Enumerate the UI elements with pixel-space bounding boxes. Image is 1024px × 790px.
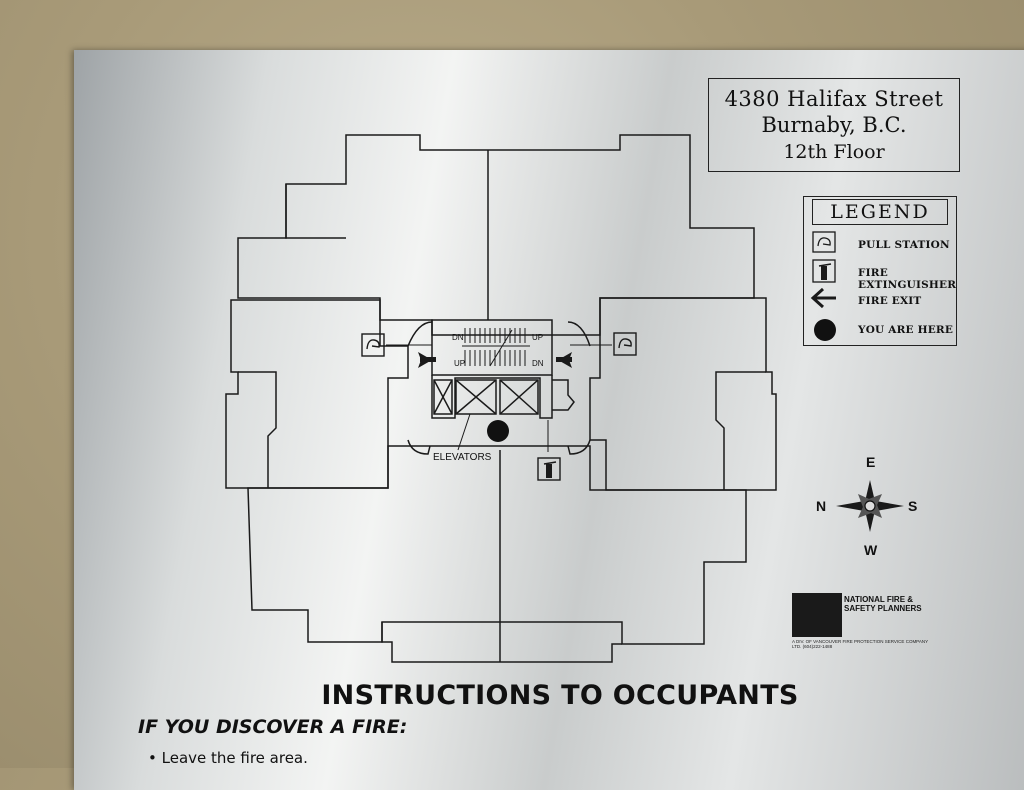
pull-station-icon bbox=[812, 231, 836, 253]
legend-item-pull-station: PULL STATION bbox=[804, 233, 956, 259]
legend-label: PULL STATION bbox=[858, 239, 950, 251]
stair-label-dn-1: DN bbox=[452, 333, 464, 342]
address-street: 4380 Halifax Street bbox=[724, 87, 944, 111]
floor-outline-north bbox=[237, 134, 755, 336]
elevator-shaft-2 bbox=[499, 379, 539, 415]
legend-label: FIRE EXIT bbox=[858, 295, 922, 307]
fire-exit-arrow-icon bbox=[556, 352, 572, 368]
legend-item-fire-extinguisher: FIRE EXTINGUISHER bbox=[804, 261, 956, 291]
fire-exit-arrow-icon bbox=[418, 352, 436, 368]
evacuation-plate bbox=[74, 50, 1024, 790]
fire-extinguisher-icon bbox=[537, 457, 561, 481]
legend-label: FIRE EXTINGUISHER bbox=[858, 267, 957, 291]
you-are-here-dot-icon bbox=[814, 319, 836, 341]
stair-label-dn-2: DN bbox=[532, 359, 544, 368]
stair-core bbox=[431, 319, 553, 376]
floor-outline-south bbox=[247, 445, 747, 645]
compass-south-label: S bbox=[908, 498, 918, 514]
compass-rose-icon bbox=[836, 480, 904, 532]
fire-extinguisher-icon bbox=[812, 259, 836, 283]
stair-label-up-2: UP bbox=[454, 359, 465, 368]
stair-label-up-1: UP bbox=[532, 333, 543, 342]
address-city: Burnaby, B.C. bbox=[761, 113, 907, 137]
instructions-subheading: IF YOU DISCOVER A FIRE: bbox=[138, 716, 408, 738]
legend-label: YOU ARE HERE bbox=[858, 324, 954, 336]
elevators-label: ELEVATORS bbox=[433, 452, 492, 463]
pull-station-icon bbox=[613, 332, 637, 356]
logo-mark-icon bbox=[792, 593, 842, 637]
floor-plan: DN UP UP DN bbox=[225, 134, 904, 663]
legend-box: LEGEND PULL STATION FIRE EXTINGUISHER FI… bbox=[803, 196, 957, 346]
address-floor: 12th Floor bbox=[783, 141, 885, 163]
pull-station-icon bbox=[361, 333, 385, 357]
legend-title: LEGEND bbox=[812, 199, 948, 225]
elevator-shaft-1 bbox=[455, 379, 497, 415]
address-box: 4380 Halifax Street Burnaby, B.C. 12th F… bbox=[708, 78, 960, 172]
instruction-bullet: • Leave the fire area. bbox=[148, 749, 308, 767]
logo-name: NATIONAL FIRE & SAFETY PLANNERS bbox=[844, 595, 922, 613]
fire-exit-arrow-icon bbox=[810, 287, 836, 309]
logo-subtext: A DIV. OF VANCOUVER FIRE PROTECTION SERV… bbox=[792, 639, 929, 649]
you-are-here-dot-icon bbox=[487, 420, 509, 442]
instructions-heading: INSTRUCTIONS TO OCCUPANTS bbox=[321, 680, 799, 711]
floor-outline-east bbox=[589, 297, 777, 491]
floor-outline-west bbox=[225, 299, 409, 489]
legend-item-fire-exit: FIRE EXIT bbox=[804, 289, 956, 315]
legend-item-you-are-here: YOU ARE HERE bbox=[804, 318, 956, 344]
compass-north-label: N bbox=[816, 498, 827, 514]
compass-west-label: W bbox=[864, 542, 878, 558]
instruction-text: Leave the fire area. bbox=[161, 749, 308, 767]
company-logo: NATIONAL FIRE & SAFETY PLANNERS A DIV. O… bbox=[792, 593, 930, 653]
compass-east-label: E bbox=[866, 454, 876, 470]
